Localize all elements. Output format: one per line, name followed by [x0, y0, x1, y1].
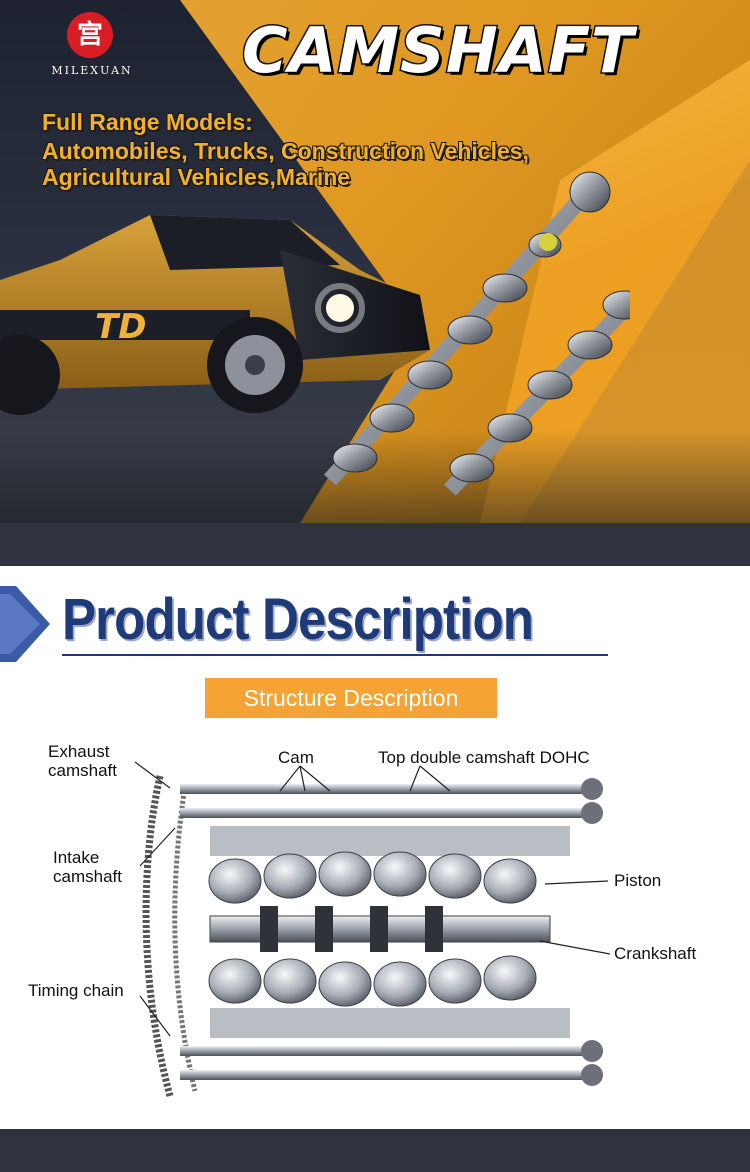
divider-band-top: [0, 523, 750, 566]
models-line-1: Automobiles, Trucks, Construction Vehicl…: [42, 138, 529, 164]
models-heading: Full Range Models:: [42, 109, 253, 135]
hero-banner: TD: [0, 0, 750, 523]
muscle-car-image: TD: [0, 215, 430, 415]
product-description-section: Product Description Structure Descriptio…: [0, 566, 750, 1129]
engine-structure-diagram: [142, 775, 603, 1097]
subtitle-text: Structure Description: [243, 685, 459, 711]
label-piston: Piston: [614, 871, 662, 890]
logo-seal-icon: [67, 12, 113, 58]
subtitle-banner: Structure Description: [205, 678, 497, 718]
label-dohc: Top double camshaft DOHC: [378, 748, 590, 767]
hero-title: CAMSHAFT: [240, 13, 635, 89]
brand-logo: 宫 MILEXUAN: [44, 12, 140, 84]
label-exhaust-text: Exhaust camshaft: [48, 742, 117, 780]
camshaft-pair-image: [324, 171, 630, 496]
logo-glyph-icon: 宫: [76, 20, 103, 50]
label-timing-chain: Timing chain: [28, 981, 124, 1000]
section-title: Product Description: [62, 587, 534, 652]
models-line-2: Agricultural Vehicles,Marine: [42, 164, 351, 190]
label-crankshaft: Crankshaft: [614, 944, 697, 963]
road-shadow: [0, 430, 750, 523]
divider-band-bottom: [0, 1129, 750, 1172]
title-underline: [62, 654, 608, 656]
label-intake-camshaft: Intake camshaft: [53, 848, 122, 886]
label-cam: Cam: [278, 748, 314, 767]
label-intake-text: Intake camshaft: [53, 848, 122, 886]
label-exhaust-camshaft: Exhaust camshaft: [48, 742, 117, 780]
chevron-right-icon: [0, 586, 50, 662]
svg-text:TD: TD: [95, 307, 146, 347]
brand-name: MILEXUAN: [51, 64, 133, 77]
